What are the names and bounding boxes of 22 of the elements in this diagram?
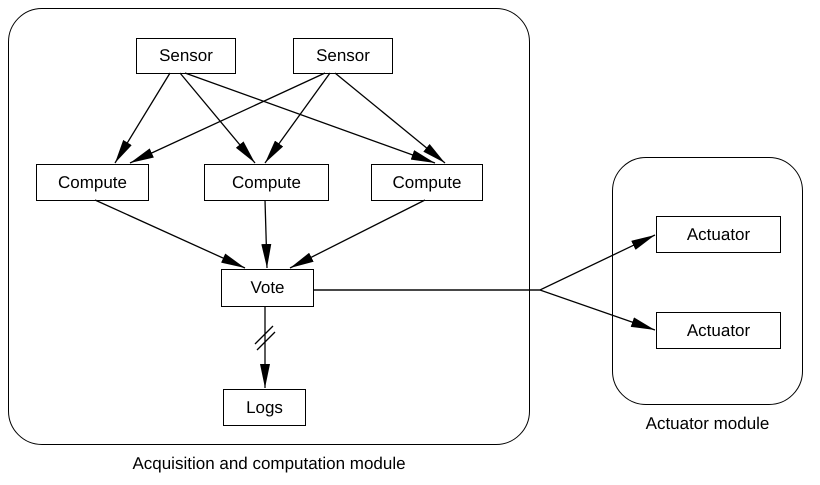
process-box: Sensor — [293, 38, 393, 74]
process-box: Sensor — [136, 38, 236, 74]
process-box: Compute — [371, 164, 483, 201]
arrow — [94, 199, 246, 269]
process-box: Actuator — [656, 312, 781, 349]
process-box: Actuator — [656, 216, 781, 253]
arrow — [260, 306, 270, 388]
module-label: Actuator module — [646, 414, 770, 434]
arrow — [290, 199, 426, 269]
arrow — [334, 72, 446, 164]
arrow — [180, 72, 256, 164]
process-box: Compute — [204, 164, 329, 201]
arrow — [261, 200, 272, 268]
arrow — [264, 72, 331, 164]
arrow — [184, 72, 436, 164]
module-label: Acquisition and computation module — [132, 454, 406, 474]
arrow — [130, 72, 326, 164]
arrow — [313, 289, 656, 331]
process-box: Compute — [36, 164, 149, 201]
arrow — [114, 72, 171, 164]
process-box: Vote — [221, 269, 314, 307]
process-box: Logs — [223, 389, 306, 426]
